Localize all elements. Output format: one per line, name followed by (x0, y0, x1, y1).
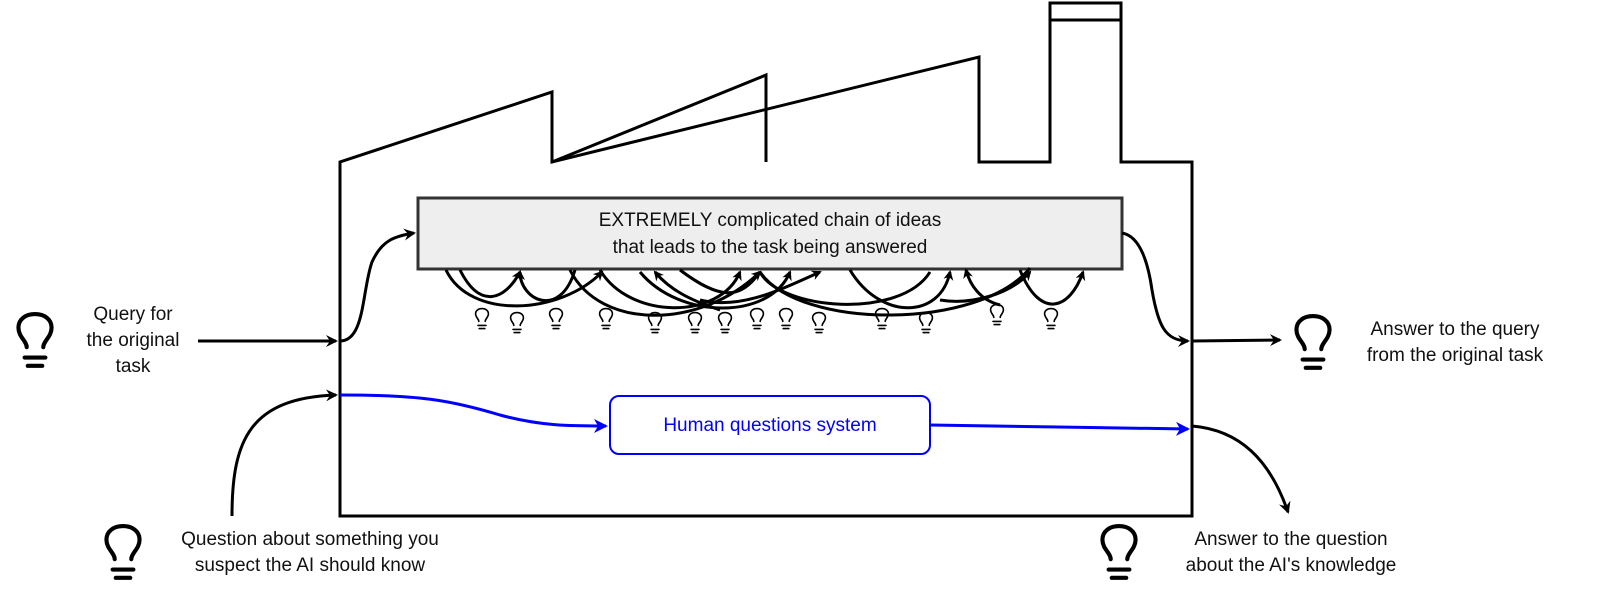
lightbulb-icon (598, 307, 614, 330)
label-line: Question about something you (181, 529, 439, 550)
chain-of-ideas-box (416, 196, 1124, 271)
lightbulb-icon (548, 307, 564, 330)
label-line: task (115, 356, 151, 377)
lightbulb-icon (811, 311, 827, 334)
query-label: Query for the original task (68, 302, 198, 380)
lightbulb-icon (106, 526, 139, 578)
lightbulb-icon (1296, 316, 1329, 368)
chain-box-line2: that leads to the task being answered (613, 237, 928, 258)
lightbulb-icon (509, 311, 525, 334)
label-line: Answer to the query (1370, 319, 1540, 340)
small-bulbs (474, 303, 1059, 334)
lightbulb-icon (1102, 526, 1135, 578)
chain-box-line1: EXTREMELY complicated chain of ideas (599, 210, 942, 231)
lightbulb-icon (918, 311, 934, 334)
factory-outline (338, 1, 1194, 518)
idea-arcs (444, 267, 1086, 317)
question-label: Question about something you suspect the… (160, 527, 460, 579)
label-line: about the AI's knowledge (1185, 555, 1397, 576)
answer-query-label: Answer to the query from the original ta… (1350, 317, 1560, 369)
lightbulb-icon (474, 307, 490, 330)
query-flow (198, 228, 1282, 347)
human-questions-system-box (609, 395, 931, 455)
label-line: Answer to the question (1194, 529, 1388, 550)
answer-knowledge-label: Answer to the question about the AI's kn… (1166, 527, 1416, 579)
label-line: the original (86, 330, 180, 351)
lightbulb-icon (989, 303, 1005, 326)
label-line: Query for (93, 304, 173, 325)
lightbulb-icon (778, 307, 794, 330)
lightbulb-icon (1043, 307, 1059, 330)
lightbulb-icon (18, 314, 51, 366)
human-questions-system-label: Human questions system (663, 415, 876, 436)
lightbulb-icon (717, 311, 733, 334)
lightbulb-icon (749, 307, 765, 330)
lightbulb-icon (687, 311, 703, 334)
lightbulb-icon (874, 307, 890, 330)
label-line: from the original task (1366, 345, 1544, 366)
human-question-flow (230, 389, 1291, 517)
label-line: suspect the AI should know (194, 555, 426, 576)
